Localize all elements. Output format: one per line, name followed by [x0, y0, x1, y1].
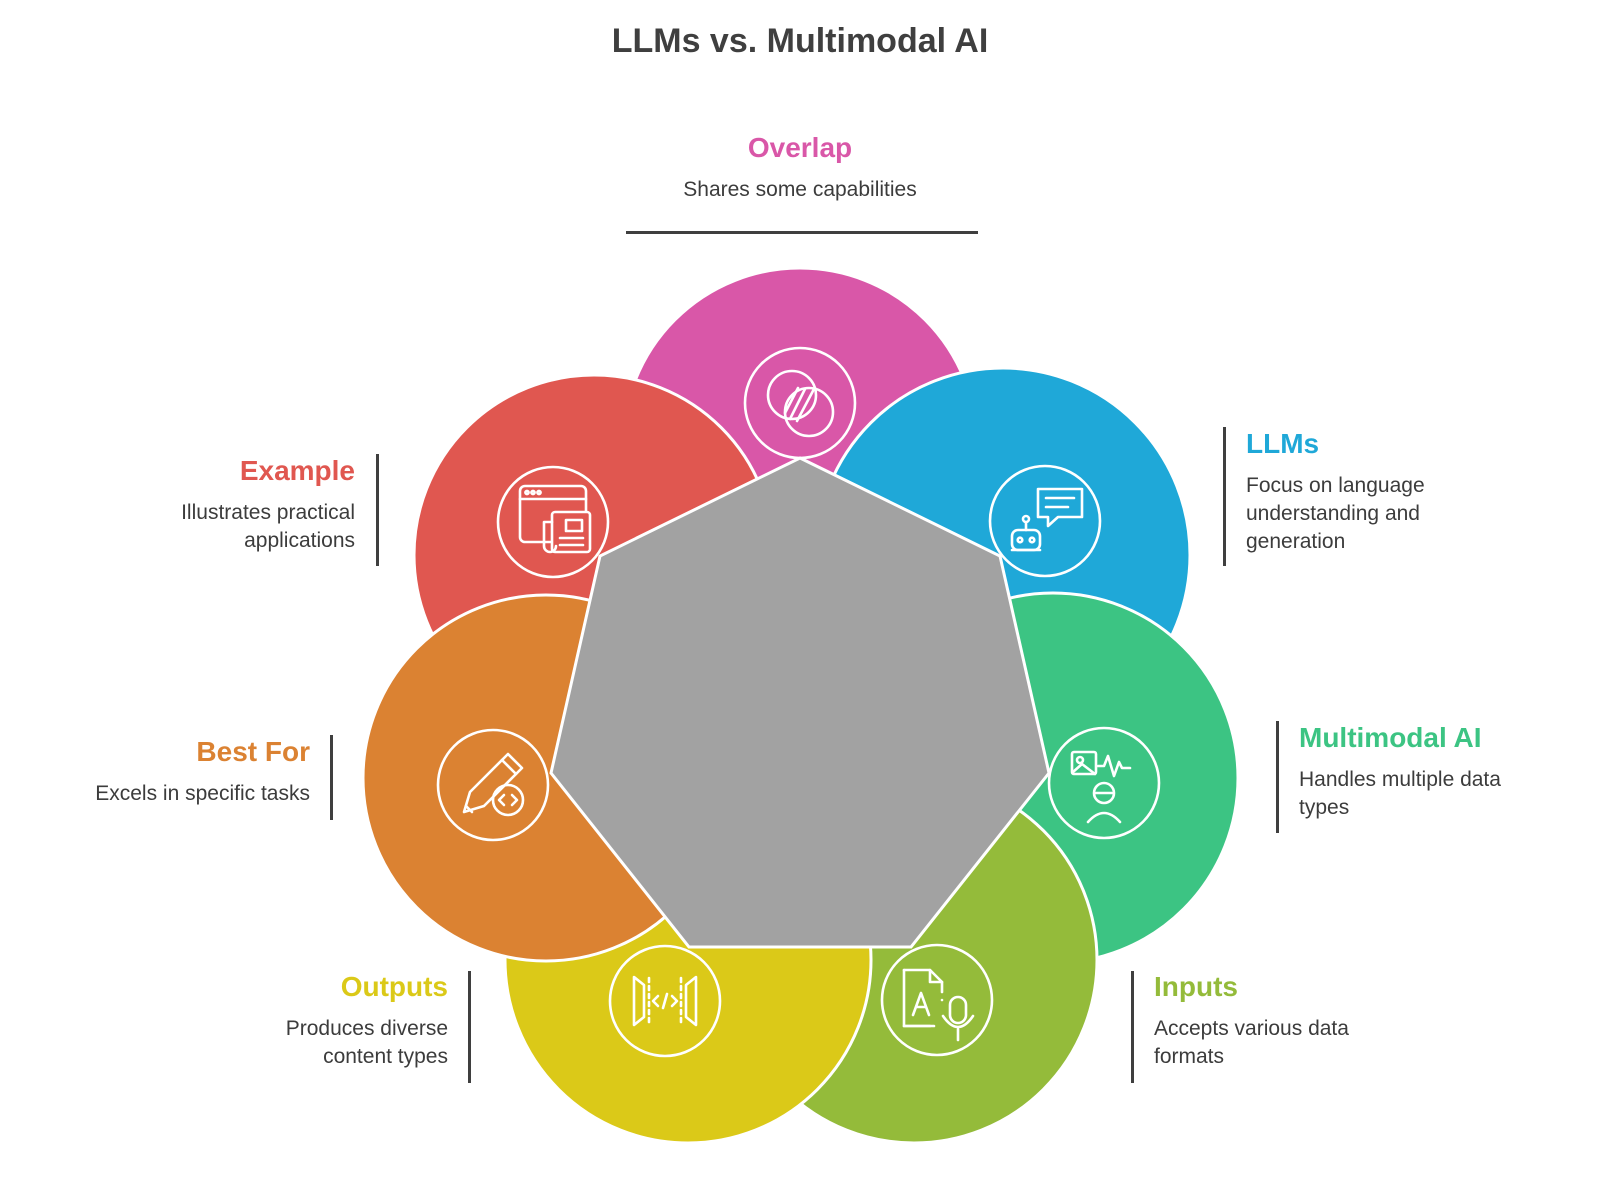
- label-outputs: Outputs Produces diverse content types: [170, 971, 448, 1071]
- label-example: Example Illustrates practical applicatio…: [60, 455, 355, 555]
- best-for-divider: [330, 735, 333, 820]
- document-microphone-icon: [880, 943, 994, 1057]
- multimodal-divider: [1276, 721, 1279, 833]
- code-output-icon: [608, 944, 722, 1058]
- label-llms-desc-line: Focus on language: [1246, 474, 1425, 497]
- label-best-for: Best For Excels in specific tasks: [20, 736, 310, 808]
- label-best-for-heading: Best For: [196, 736, 310, 767]
- label-overlap-desc: Shares some capabilities: [683, 178, 917, 201]
- label-outputs-desc-line: content types: [323, 1045, 448, 1068]
- overlap-divider: [626, 231, 978, 234]
- label-inputs-desc: Accepts various data formats: [1154, 1015, 1454, 1071]
- browser-newspaper-icon: [496, 465, 610, 579]
- robot-chat-icon: [988, 464, 1102, 578]
- label-overlap-heading: Overlap: [747, 132, 853, 163]
- label-multimodal-heading: Multimodal AI: [1299, 722, 1482, 753]
- label-inputs-heading: Inputs: [1154, 971, 1238, 1002]
- label-multimodal: Multimodal AI Handles multiple data type…: [1299, 722, 1599, 822]
- label-outputs-heading: Outputs: [340, 971, 448, 1002]
- label-best-for-desc: Excels in specific tasks: [95, 782, 310, 805]
- label-multimodal-desc-line: Handles multiple data: [1299, 768, 1501, 791]
- label-example-desc-line: applications: [244, 529, 355, 552]
- label-llms-heading: LLMs: [1246, 428, 1320, 459]
- label-llms-desc-line: generation: [1246, 530, 1346, 553]
- label-multimodal-desc-line: types: [1299, 796, 1350, 819]
- label-overlap: Overlap Shares some capabilities: [600, 132, 1000, 204]
- label-inputs-desc-line: Accepts various data: [1154, 1017, 1349, 1040]
- label-example-desc: Illustrates practical applications: [60, 499, 355, 555]
- label-inputs-desc-line: formats: [1154, 1045, 1225, 1068]
- venn-overlap-icon: [743, 346, 857, 460]
- label-llms: LLMs Focus on language understanding and…: [1246, 428, 1546, 556]
- label-multimodal-desc: Handles multiple data types: [1299, 766, 1599, 822]
- llms-divider: [1223, 427, 1226, 566]
- label-llms-desc-line: understanding and: [1246, 502, 1420, 525]
- label-outputs-desc: Produces diverse content types: [170, 1015, 448, 1071]
- image-waveform-person-icon: [1047, 726, 1161, 840]
- outputs-divider: [468, 971, 471, 1083]
- center-heptagon: [549, 456, 1051, 949]
- label-outputs-desc-line: Produces diverse: [285, 1017, 448, 1040]
- label-llms-desc: Focus on language understanding and gene…: [1246, 472, 1546, 556]
- inputs-divider: [1131, 971, 1134, 1083]
- label-example-heading: Example: [239, 455, 355, 486]
- example-divider: [376, 454, 379, 566]
- pencil-code-icon: [436, 728, 550, 842]
- diagram-title: LLMs vs. Multimodal AI: [611, 22, 989, 60]
- label-inputs: Inputs Accepts various data formats: [1154, 971, 1454, 1071]
- label-example-desc-line: Illustrates practical: [181, 501, 355, 524]
